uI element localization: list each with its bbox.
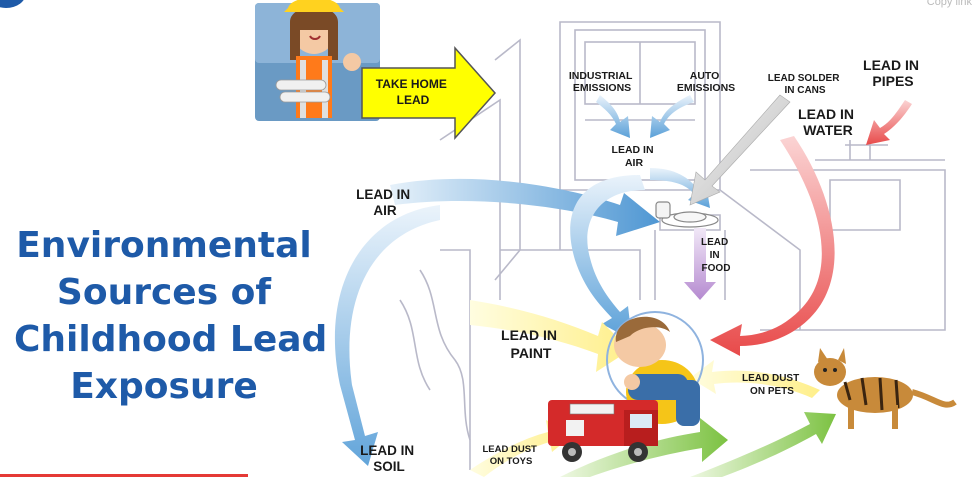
label-air-inner: LEAD IN AIR: [612, 144, 657, 169]
green-arrow-2: [690, 412, 836, 477]
label-toys: LEAD DUST ON TOYS: [482, 444, 539, 467]
auto-emission-arrow: [650, 95, 694, 138]
label-pets: LEAD DUST ON PETS: [742, 373, 802, 397]
paint-arrow: [470, 300, 630, 372]
copy-link[interactable]: Copy link: [926, 0, 972, 8]
air-to-table-arrow: [390, 178, 660, 236]
label-industrial: INDUSTRIAL EMISSIONS: [569, 70, 635, 94]
pipes-arrow: [866, 100, 912, 145]
take-home-arrow: [361, 46, 497, 140]
video-progress-bar[interactable]: [0, 474, 248, 477]
food-arrow: [684, 228, 716, 300]
label-solder: LEAD SOLDER IN CANS: [768, 73, 842, 96]
fire-truck-icon: [548, 400, 658, 462]
label-food: LEAD IN FOOD: [701, 237, 731, 274]
title-line-3: Childhood Lead: [14, 319, 328, 360]
slide-title: Environmental Sources of Childhood Lead …: [14, 222, 328, 410]
water-arrow: [710, 136, 835, 356]
title-line-4: Exposure: [70, 366, 258, 407]
label-paint: LEAD IN PAINT: [501, 327, 561, 361]
cat-icon: [814, 348, 957, 429]
inner-air-arrow: [570, 175, 645, 340]
channel-logo-icon[interactable]: [0, 0, 26, 8]
label-pipes: LEAD IN PIPES: [863, 57, 923, 89]
table-with-food: [655, 201, 719, 228]
worker-woman-icon: [255, 0, 380, 121]
label-auto: AUTO EMISSIONS: [677, 70, 735, 94]
air-to-soil-arrow: [334, 205, 440, 466]
label-air-outer: LEAD IN AIR: [356, 187, 414, 218]
title-line-2: Sources of: [56, 272, 272, 313]
title-line-1: Environmental: [16, 225, 312, 266]
solder-arrow: [689, 94, 791, 206]
industrial-emission-arrow: [596, 95, 630, 138]
label-soil: LEAD IN SOIL: [360, 443, 418, 474]
label-take-home: TAKE HOME LEAD: [376, 77, 450, 107]
pets-arrow: [690, 360, 820, 398]
label-water: LEAD IN WATER: [798, 106, 858, 138]
